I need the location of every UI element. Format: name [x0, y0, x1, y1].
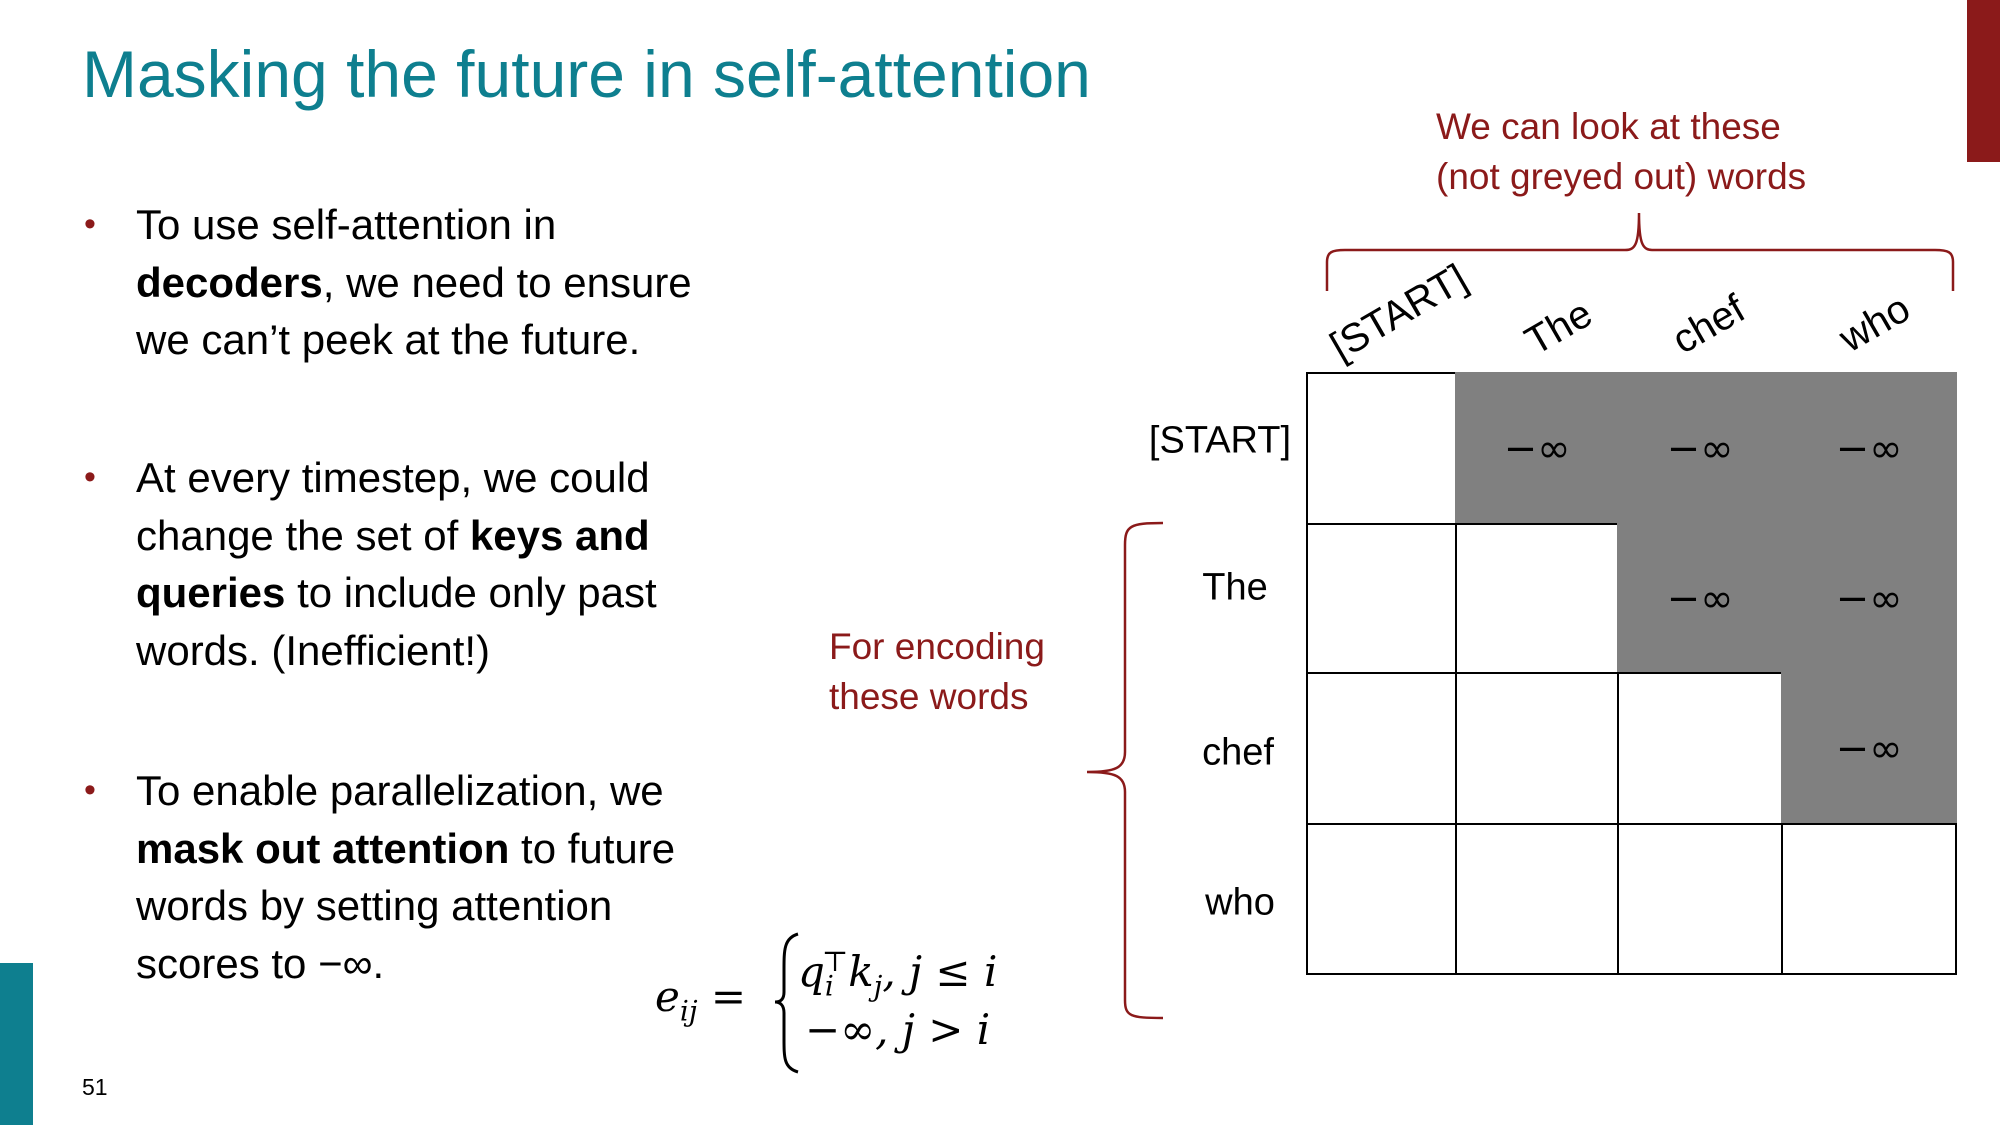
row-label: chef [1202, 731, 1274, 774]
row-label: The [1202, 566, 1268, 609]
encoding-annotation: For encoding these words [829, 622, 1045, 722]
text-run: to future words by setting attention sco… [136, 824, 676, 987]
text-run: To use self-attention in [136, 201, 557, 248]
attention-cell [1455, 672, 1619, 825]
masked-cell: −∞ [1781, 672, 1957, 825]
bold-phrase: keys and queries [136, 511, 650, 617]
text-run: to include only past words. (Inefficient… [136, 569, 657, 674]
bullet-text: At every timestep, we could change the s… [136, 454, 657, 674]
accent-bar-top-right [1967, 0, 2000, 162]
masked-cell: −∞ [1455, 372, 1619, 525]
attention-cell [1455, 523, 1619, 674]
attention-cell [1306, 823, 1457, 975]
annotation-line: For encoding [829, 626, 1045, 667]
slide-title: Masking the future in self-attention [82, 37, 1091, 111]
bold-phrase: decoders [136, 258, 323, 306]
mask-value: −∞ [1503, 425, 1571, 472]
mask-value: −∞ [1666, 425, 1734, 472]
left-brace [1086, 521, 1164, 1020]
row-label: [START] [1148, 419, 1292, 462]
page-number: 51 [82, 1074, 108, 1100]
bullet-text: To use self-attention in decoders, we ne… [136, 201, 692, 363]
top-brace [1325, 212, 1955, 291]
annotation-line: We can look at these [1436, 106, 1781, 147]
bullet-1: • To use self-attention in decoders, we n… [84, 196, 736, 369]
annotation-line: these words [829, 676, 1029, 717]
attention-cell [1306, 372, 1457, 525]
mask-value: −∞ [1666, 575, 1734, 622]
bullet-text: To enable parallelization, we mask out a… [136, 767, 675, 987]
masked-cell: −∞ [1617, 372, 1783, 525]
equation-lhs: eij = [655, 972, 747, 1028]
attention-cell [1781, 823, 1957, 975]
masked-cell: −∞ [1781, 372, 1957, 525]
annotation-line: (not greyed out) words [1436, 156, 1807, 197]
text-run: , we need to ensure we can’t peek at the… [136, 258, 692, 364]
bullet-3: • To enable parallelization, we mask out … [84, 762, 716, 992]
equation-case-1: qi⊤kj, j ≤ i [798, 945, 998, 1003]
mask-value: −∞ [1835, 575, 1903, 622]
text-run: To enable parallelization, we [136, 767, 664, 814]
equation-case-2: −∞, j > i [805, 1005, 991, 1054]
attention-cell [1617, 672, 1783, 825]
accent-bar-bottom-left [0, 963, 33, 1125]
attention-cell [1617, 823, 1783, 975]
mask-value: −∞ [1835, 725, 1903, 772]
attention-cell [1455, 823, 1619, 975]
attention-cell [1306, 672, 1457, 825]
text-run: At every timestep, we could change the s… [136, 454, 650, 559]
bold-phrase: mask out attention [136, 824, 510, 872]
bullet-dot: • [84, 458, 96, 496]
masked-cell: −∞ [1617, 523, 1783, 674]
mask-value: −∞ [1835, 425, 1903, 472]
masked-cell: −∞ [1781, 523, 1957, 674]
row-label: who [1205, 881, 1275, 924]
look-annotation: We can look at these (not greyed out) wo… [1436, 102, 1806, 202]
attention-cell [1306, 523, 1457, 674]
equation-brace [774, 932, 799, 1074]
bullet-dot: • [84, 205, 96, 243]
bullet-2: • At every timestep, we could change the … [84, 449, 696, 679]
bullet-dot: • [84, 771, 96, 809]
